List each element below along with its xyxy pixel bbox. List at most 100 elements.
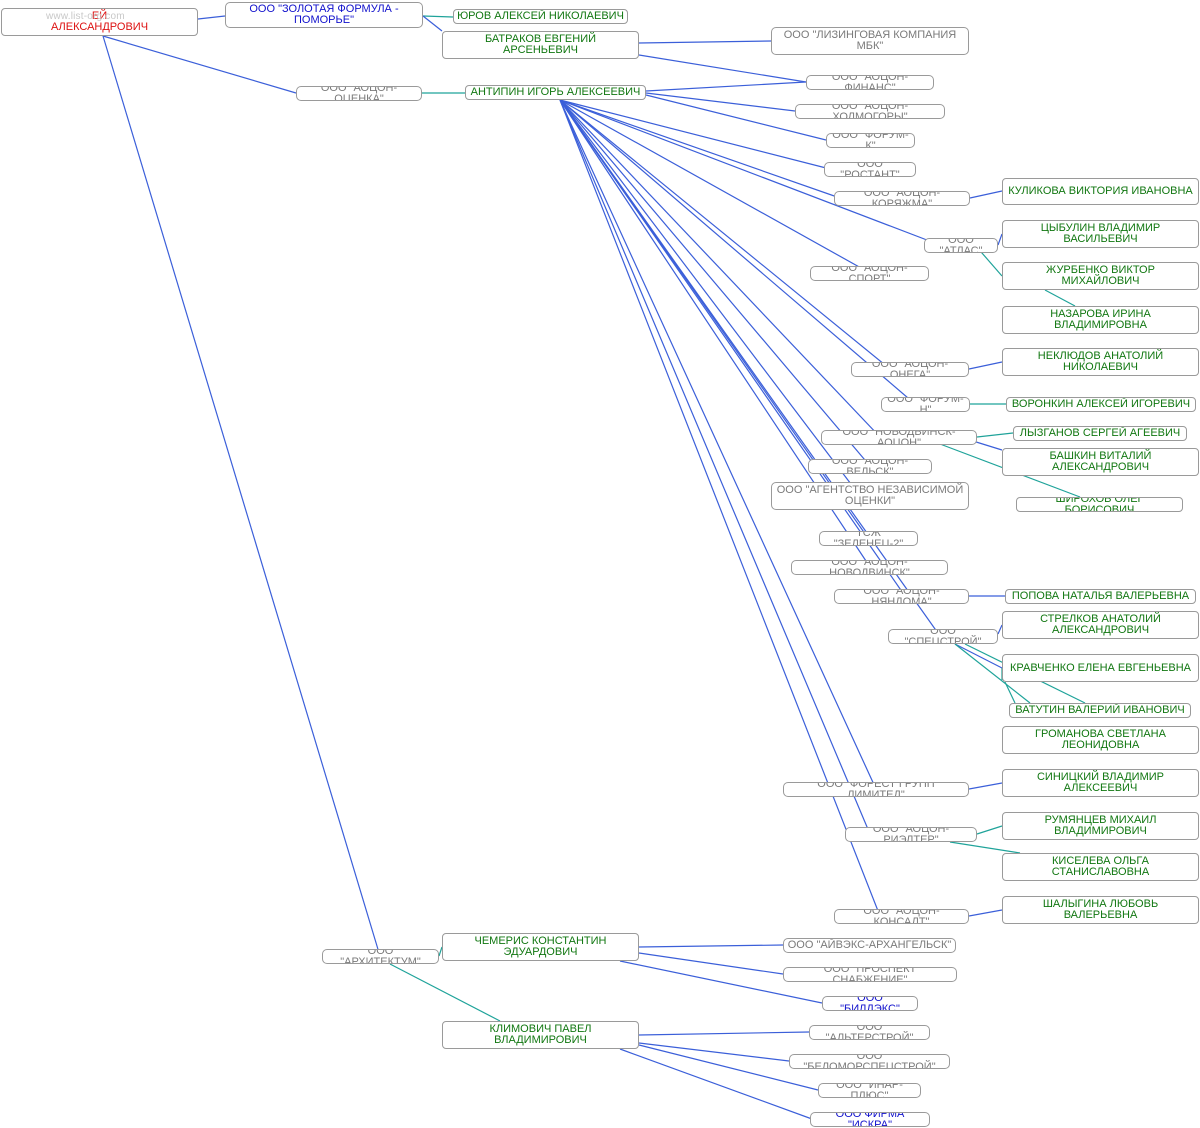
connection-line: [968, 361, 1003, 370]
org-node-bildeks[interactable]: ООО "БИЛДЭКС": [822, 996, 918, 1011]
org-node-forum-k[interactable]: ООО "ФОРУМ-К": [826, 133, 915, 148]
person-node-antipin[interactable]: АНТИПИН ИГОРЬ АЛЕКСЕЕВИЧ: [465, 85, 646, 100]
person-node-kiseleva[interactable]: КИСЕЛЕВА ОЛЬГА СТАНИСЛАВОВНА: [1002, 853, 1199, 881]
org-node-aocon-ocenka[interactable]: ООО "АОЦОН-ОЦЕНКА": [296, 86, 422, 101]
person-node-kulikova[interactable]: КУЛИКОВА ВИКТОРИЯ ИВАНОВНА: [1002, 178, 1199, 205]
connection-line: [976, 825, 1003, 835]
org-node-aocon-koryazhma[interactable]: ООО "АОЦОН-КОРЯЖМА": [834, 191, 970, 206]
connection-line: [638, 40, 772, 44]
connection-line: [559, 99, 881, 438]
org-node-belomor[interactable]: ООО "БЕЛОМОРСПЕЦСТРОЙ": [789, 1054, 950, 1069]
person-node-shirokhov[interactable]: ШИРОХОВ ОЛЕГ БОРИСОВИЧ: [1016, 497, 1183, 512]
connection-line: [559, 99, 871, 274]
connection-line: [1004, 681, 1016, 704]
watermark: www.list-org.com: [46, 11, 125, 22]
connection-line: [389, 963, 501, 1022]
org-node-agentstvo[interactable]: ООО "АГЕНТСТВО НЕЗАВИСИМОЙ ОЦЕНКИ": [771, 482, 969, 510]
person-node-popova[interactable]: ПОПОВА НАТАЛЬЯ ВАЛЕРЬЕВНА: [1005, 589, 1196, 604]
org-node-ayveks[interactable]: ООО "АЙВЭКС-АРХАНГЕЛЬСК": [783, 938, 956, 953]
org-node-zolotaya-formula[interactable]: ООО "ЗОЛОТАЯ ФОРМУЛА - ПОМОРЬЕ": [225, 2, 423, 28]
connection-line: [638, 54, 807, 83]
person-node-zhurbenko[interactable]: ЖУРБЕНКО ВИКТОР МИХАЙЛОВИЧ: [1002, 262, 1199, 290]
org-node-atlas[interactable]: ООО "АТЛАС": [924, 238, 998, 253]
connection-line: [969, 190, 1003, 199]
connection-line: [949, 841, 1021, 854]
org-node-prospekt[interactable]: ООО "ПРОСПЕКТ СНАБЖЕНИЕ": [783, 967, 957, 982]
person-node-kravchenko[interactable]: КРАВЧЕНКО ЕЛЕНА ЕВГЕНЬЕВНА: [1002, 654, 1199, 682]
org-node-novodvinsk-aocon[interactable]: ООО "НОВОДВИНСК-АОЦОН": [821, 430, 977, 445]
org-node-forest-grupp[interactable]: ООО "ФОРЕСТ ГРУПП ЛИМИТЕД": [783, 782, 969, 797]
org-node-aocon-nyandoma[interactable]: ООО "АОЦОН-НЯНДОМА": [834, 589, 969, 604]
org-node-tszh-zelenec[interactable]: ТСЖ "ЗЕЛЕНЕЦ-2": [819, 531, 918, 546]
connection-line: [638, 944, 784, 948]
connection-line: [559, 99, 861, 497]
connection-line: [1044, 289, 1076, 307]
org-node-inar-plyus[interactable]: ООО "ИНАР-ПЛЮС": [818, 1083, 921, 1098]
person-node-rumyancev[interactable]: РУМЯНЦЕВ МИХАИЛ ВЛАДИМИРОВИЧ: [1002, 812, 1199, 840]
person-node-vatutin[interactable]: ВАТУТИН ВАЛЕРИЙ ИВАНОВИЧ: [1009, 703, 1191, 718]
connection-line: [102, 35, 297, 94]
connection-line: [997, 233, 1003, 246]
connection-line: [438, 946, 443, 957]
connection-line: [954, 643, 1003, 669]
org-node-aocon-holmogory[interactable]: ООО "АОЦОН-ХОЛМОГОРЫ": [795, 104, 945, 119]
connection-line: [954, 643, 1031, 704]
org-node-aocon-sport[interactable]: ООО "АОЦОН-СПОРТ": [810, 266, 929, 281]
org-node-lizing-mbk[interactable]: ООО "ЛИЗИНГОВАЯ КОМПАНИЯ МБК": [771, 27, 969, 55]
connection-line: [638, 952, 784, 975]
connection-line: [559, 99, 871, 835]
person-node-bashkin[interactable]: БАШКИН ВИТАЛИЙ АЛЕКСАНДРОВИЧ: [1002, 448, 1199, 476]
org-node-aocon-novodvinsk[interactable]: ООО "АОЦОН-НОВОДВИНСК": [791, 560, 948, 575]
org-node-rostant[interactable]: ООО "РОСТАНТ": [824, 162, 916, 177]
connection-line: [559, 99, 916, 405]
connection-line: [997, 624, 1003, 635]
connection-line: [559, 99, 941, 637]
connection-line: [559, 99, 881, 917]
person-node-chemeris[interactable]: ЧЕМЕРИС КОНСТАНТИН ЭДУАРДОВИЧ: [442, 933, 639, 961]
connection-line: [102, 35, 381, 957]
org-node-aocon-finans[interactable]: ООО "АОЦОН-ФИНАНС": [806, 75, 934, 90]
connection-line: [619, 960, 823, 1004]
connection-line: [559, 99, 877, 790]
connection-line: [559, 99, 841, 199]
person-node-sinickiy[interactable]: СИНИЦКИЙ ВЛАДИМИР АЛЕКСЕЕВИЧ: [1002, 769, 1199, 797]
org-node-alterstroy[interactable]: ООО "АЛЬТЕРСТРОЙ": [809, 1025, 930, 1040]
person-node-shalygina[interactable]: ШАЛЫГИНА ЛЮБОВЬ ВАЛЕРЬЕВНА: [1002, 896, 1199, 924]
connection-line: [422, 15, 454, 18]
person-node-klimovich[interactable]: КЛИМОВИЧ ПАВЕЛ ВЛАДИМИРОВИЧ: [442, 1021, 639, 1049]
connection-line: [197, 15, 226, 20]
root-person-label: ЕЙ АЛЕКСАНДРОВИЧ: [50, 10, 149, 33]
org-node-aocon-konsalt[interactable]: ООО "АОЦОН-КОНСАЛТ": [834, 909, 969, 924]
person-node-neklyudov[interactable]: НЕКЛЮДОВ АНАТОЛИЙ НИКОЛАЕВИЧ: [1002, 348, 1199, 376]
connection-line: [559, 99, 891, 370]
person-node-strelkov[interactable]: СТРЕЛКОВ АНАТОЛИЙ АЛЕКСАНДРОВИЧ: [1002, 611, 1199, 639]
person-node-gromanova[interactable]: ГРОМАНОВА СВЕТЛАНА ЛЕОНИДОВНА: [1002, 726, 1199, 754]
org-node-specstroy[interactable]: ООО "СПЕЦСТРОЙ": [888, 629, 998, 644]
connection-line: [422, 15, 443, 32]
person-node-batrakov[interactable]: БАТРАКОВ ЕВГЕНИЙ АРСЕНЬЕВИЧ: [442, 31, 639, 59]
connection-line: [645, 94, 827, 141]
connection-line: [645, 92, 796, 112]
org-node-aocon-onega[interactable]: ООО "АОЦОН-ОНЕГА": [851, 362, 969, 377]
connection-line: [968, 782, 1003, 790]
connection-line: [638, 1044, 819, 1091]
person-node-nazarova[interactable]: НАЗАРОВА ИРИНА ВЛАДИМИРОВНА: [1002, 306, 1199, 334]
person-node-cybulin[interactable]: ЦЫБУЛИН ВЛАДИМИР ВАСИЛЬЕВИЧ: [1002, 220, 1199, 248]
connection-line: [619, 1048, 813, 1120]
connection-line: [559, 99, 941, 246]
connection-line: [559, 99, 831, 170]
connection-line: [638, 1031, 810, 1036]
person-node-lyzganov[interactable]: ЛЫЗГАНОВ СЕРГЕЙ АГЕЕВИЧ: [1013, 426, 1187, 441]
org-node-aocon-velsk[interactable]: ООО "АОЦОН-ВЕЛЬСК": [808, 459, 932, 474]
root-person-node[interactable]: ЕЙ АЛЕКСАНДРОВИЧ: [1, 8, 198, 36]
connection-line: [645, 81, 807, 92]
org-node-forum-n[interactable]: ООО "ФОРУМ-Н": [881, 397, 970, 412]
person-node-voronkin[interactable]: ВОРОНКИН АЛЕКСЕЙ ИГОРЕВИЧ: [1006, 397, 1196, 412]
org-node-iskra[interactable]: ООО ФИРМА "ИСКРА": [810, 1112, 930, 1127]
person-node-yurov[interactable]: ЮРОВ АЛЕКСЕЙ НИКОЛАЕВИЧ: [453, 9, 628, 24]
connection-line: [559, 99, 906, 597]
connection-line: [559, 99, 871, 467]
org-node-arkhitektum[interactable]: ООО "АРХИТЕКТУМ": [322, 949, 439, 964]
connection-line: [976, 432, 1014, 438]
org-node-aocon-rielter[interactable]: ООО "АОЦОН-РИЭЛТЕР": [845, 827, 977, 842]
